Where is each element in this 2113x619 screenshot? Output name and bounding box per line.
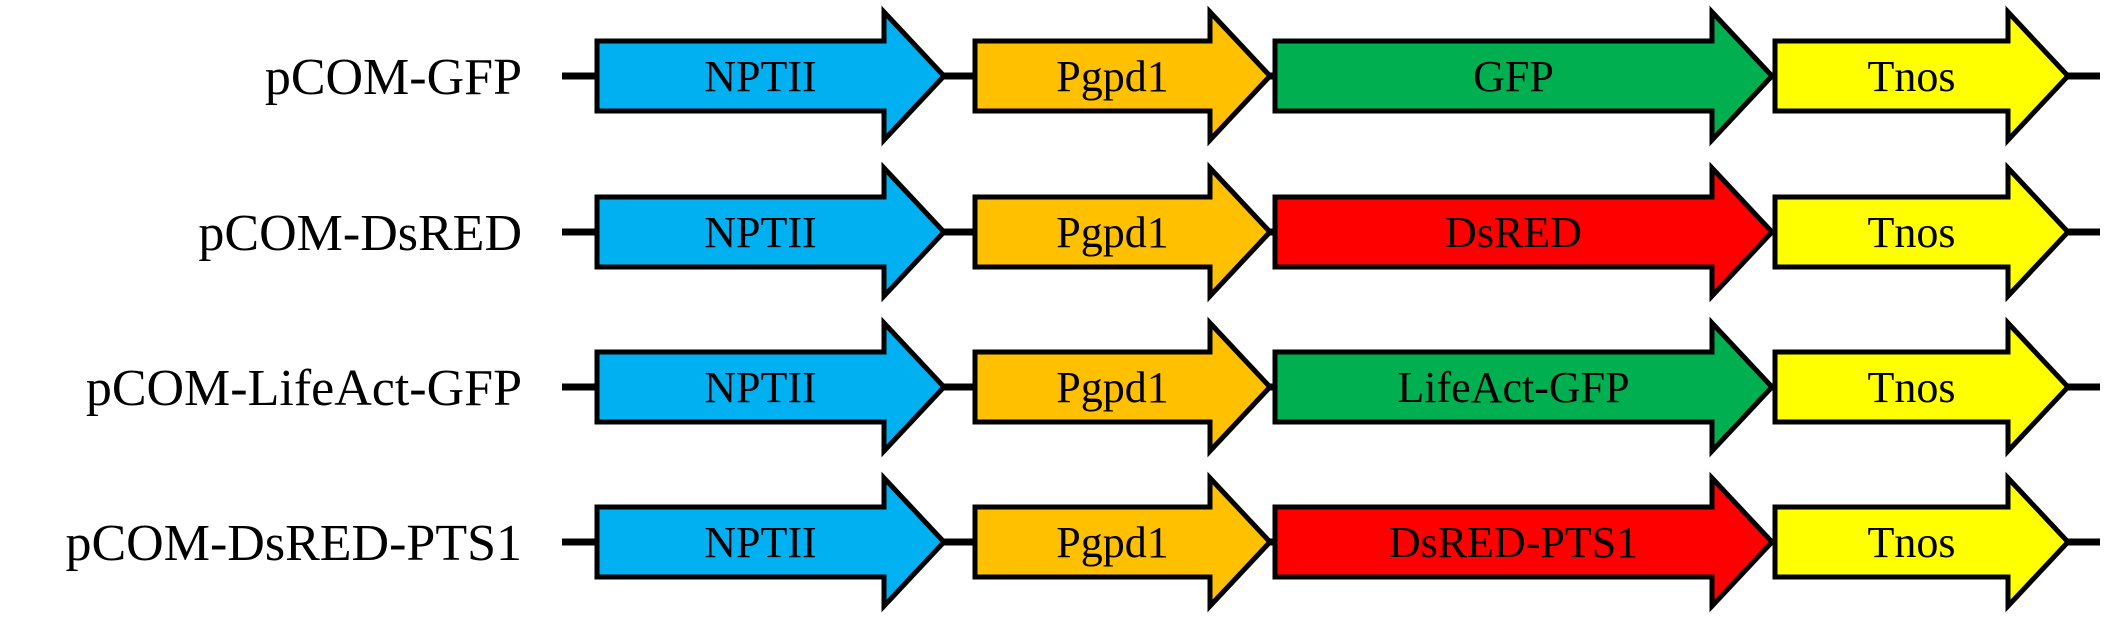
element-pgpd1: Pgpd1: [972, 5, 1274, 147]
element-arrow: [1772, 316, 2072, 458]
element-label: GFP: [1473, 52, 1554, 101]
element-tnos: Tnos: [1772, 316, 2072, 458]
element-label: NPTII: [704, 52, 816, 101]
element-nptii: NPTII: [594, 161, 948, 303]
construct-name: pCOM-DsRED-PTS1: [66, 515, 523, 572]
element-dsred: DsRED: [1272, 161, 1776, 303]
element-arrow: [972, 471, 1274, 613]
element-gfp: GFP: [1272, 5, 1776, 147]
construct-row-pcom-gfp: pCOM-GFP NPTII Pgpd1 GFP Tnos: [265, 5, 2100, 147]
construct-rows: pCOM-GFP NPTII Pgpd1 GFP Tnos pCOM-DsRED NPTII…: [66, 5, 2100, 613]
element-arrow: [1272, 316, 1776, 458]
element-arrow: [972, 5, 1274, 147]
element-tnos: Tnos: [1772, 471, 2072, 613]
element-nptii: NPTII: [594, 471, 948, 613]
element-label: Tnos: [1868, 518, 1956, 567]
element-label: DsRED-PTS1: [1389, 518, 1638, 567]
element-label: LifeAct-GFP: [1397, 363, 1629, 412]
element-pgpd1: Pgpd1: [972, 316, 1274, 458]
construct-name: pCOM-DsRED: [198, 205, 522, 262]
element-arrow: [972, 161, 1274, 303]
element-pgpd1: Pgpd1: [972, 471, 1274, 613]
element-label: NPTII: [704, 363, 816, 412]
element-nptii: NPTII: [594, 316, 948, 458]
element-arrow: [1772, 471, 2072, 613]
element-nptii: NPTII: [594, 5, 948, 147]
element-label: Tnos: [1868, 363, 1956, 412]
element-arrow: [1772, 161, 2072, 303]
element-arrow: [594, 471, 948, 613]
element-label: Pgpd1: [1056, 52, 1168, 101]
construct-name: pCOM-LifeAct-GFP: [86, 360, 522, 417]
element-arrow: [594, 161, 948, 303]
element-label: NPTII: [704, 208, 816, 257]
element-label: Tnos: [1868, 52, 1956, 101]
element-dsred-pts1: DsRED-PTS1: [1272, 471, 1776, 613]
construct-row-pcom-lifeact-gfp: pCOM-LifeAct-GFP NPTII Pgpd1 LifeAct-GFP Tno…: [86, 316, 2100, 458]
element-tnos: Tnos: [1772, 161, 2072, 303]
element-arrow: [972, 316, 1274, 458]
construct-row-pcom-dsred: pCOM-DsRED NPTII Pgpd1 DsRED Tnos: [198, 161, 2100, 303]
element-label: Pgpd1: [1056, 208, 1168, 257]
element-arrow: [594, 5, 948, 147]
element-lifeact-gfp: LifeAct-GFP: [1272, 316, 1776, 458]
construct-name: pCOM-GFP: [265, 49, 522, 106]
construct-row-pcom-dsred-pts1: pCOM-DsRED-PTS1 NPTII Pgpd1 DsRED-PTS1 Tnos: [66, 471, 2100, 613]
element-label: Tnos: [1868, 208, 1956, 257]
element-label: Pgpd1: [1056, 518, 1168, 567]
element-arrow: [1772, 5, 2072, 147]
element-label: NPTII: [704, 518, 816, 567]
element-arrow: [1272, 471, 1776, 613]
element-arrow: [1272, 5, 1776, 147]
element-arrow: [1272, 161, 1776, 303]
element-label: DsRED: [1445, 208, 1582, 257]
element-arrow: [594, 316, 948, 458]
element-pgpd1: Pgpd1: [972, 161, 1274, 303]
element-tnos: Tnos: [1772, 5, 2072, 147]
element-label: Pgpd1: [1056, 363, 1168, 412]
